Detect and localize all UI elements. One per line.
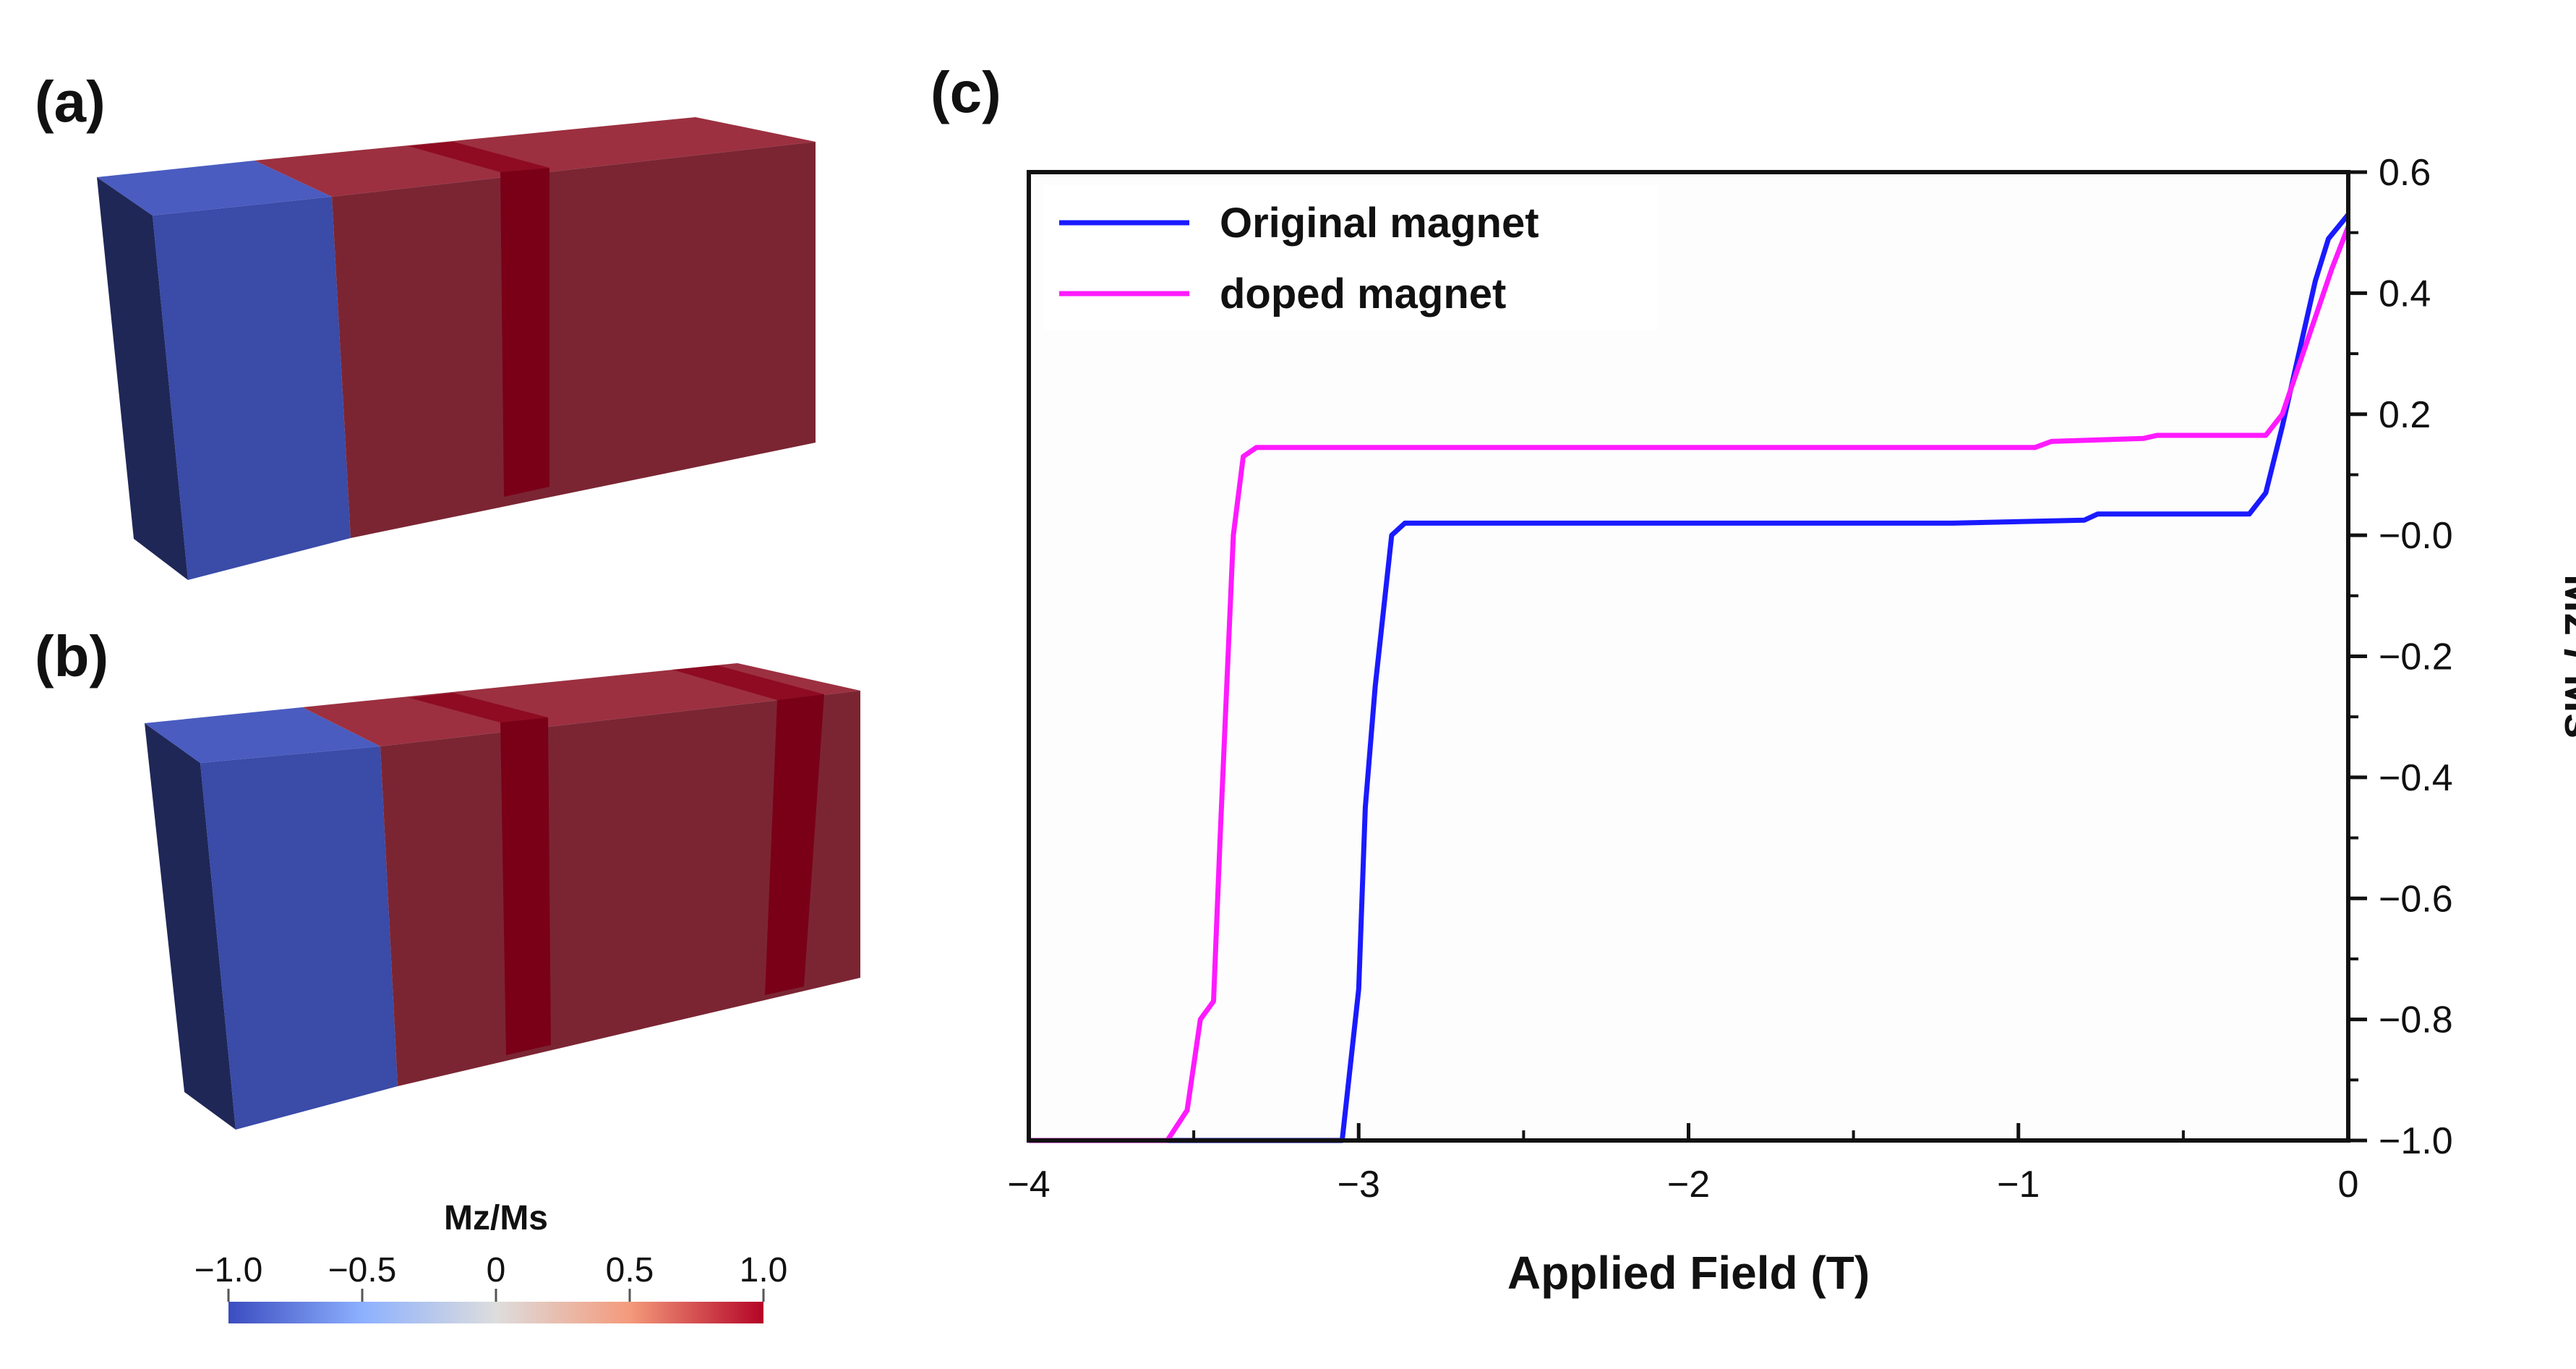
- x-tick-label: −1: [1997, 1164, 2040, 1206]
- colorbar-tick-label: −0.5: [328, 1251, 397, 1289]
- magnet-a-blue-front: [153, 197, 351, 580]
- series-line-1: [1029, 226, 2351, 1143]
- magnet-b-stripe1-front: [500, 717, 551, 1055]
- magnet-a-red-front: [332, 142, 816, 538]
- colorbar: Mz/Ms −1.0 −0.5 0 0.5 1.0: [194, 1199, 788, 1323]
- panel-label-b: (b): [35, 624, 108, 688]
- y-axis: 0.6 0.4 0.2 −0.0 −0.2 −0.4 −0.6 −0.8 −1.0: [2348, 152, 2453, 1162]
- x-tick-label: −2: [1667, 1164, 1710, 1206]
- x-tick-label: −3: [1338, 1164, 1380, 1206]
- series-line-0: [1029, 213, 2350, 1143]
- y-tick-label: 0.6: [2379, 152, 2431, 194]
- y-tick-label: −1.0: [2379, 1120, 2453, 1162]
- colorbar-tick-label: 1.0: [740, 1251, 788, 1289]
- magnet-block-a: [97, 117, 816, 580]
- y-tick-label: −0.4: [2379, 757, 2453, 799]
- legend: Original magnet doped magnet: [1043, 185, 1658, 330]
- magnet-b-blue-top: [145, 707, 380, 763]
- panel-label-a: (a): [35, 69, 106, 134]
- magnet-a-left-face: [97, 177, 188, 580]
- panel-label-c: (c): [930, 60, 1001, 124]
- y-tick-label: −0.8: [2379, 999, 2453, 1041]
- y-axis-title: Mz / Ms: [2555, 574, 2576, 739]
- colorbar-tick-label: 0.5: [606, 1251, 654, 1289]
- magnet-b-left-face: [145, 723, 236, 1130]
- legend-label-0: Original magnet: [1220, 200, 1539, 247]
- x-axis: −4 −3 −2 −1 0: [1007, 1123, 2358, 1206]
- y-tick-label: −0.2: [2379, 636, 2453, 678]
- magnet-a-stripe-front: [500, 168, 549, 497]
- colorbar-title: Mz/Ms: [444, 1199, 548, 1237]
- x-tick-label: 0: [2338, 1164, 2359, 1206]
- colorbar-ticks: −1.0 −0.5 0 0.5 1.0: [194, 1251, 788, 1302]
- magnet-a-stripe-top: [408, 142, 549, 172]
- magnet-b-blue-front: [200, 746, 398, 1130]
- plot-area: [1029, 172, 2348, 1140]
- magnet-a-red-top: [254, 117, 816, 197]
- colorbar-tick-label: 0: [487, 1251, 506, 1289]
- magnet-b-red-front: [380, 691, 860, 1086]
- magnet-b-stripe2-top: [672, 665, 824, 700]
- hysteresis-chart: −4 −3 −2 −1 0 0.6 0.4 0.2 −0.0 −0.2 −0.4 −0.6 −0.8 −…: [1007, 152, 2576, 1299]
- legend-label-1: doped magnet: [1220, 270, 1506, 317]
- magnet-a-blue-top: [97, 161, 332, 216]
- x-tick-label: −4: [1007, 1164, 1050, 1206]
- y-tick-label: −0.6: [2379, 878, 2453, 920]
- y-tick-label: 0.2: [2379, 394, 2431, 436]
- colorbar-gradient: [228, 1302, 763, 1323]
- y-tick-label: 0.4: [2379, 273, 2431, 315]
- colorbar-tick-label: −1.0: [194, 1251, 263, 1289]
- magnet-block-b: [145, 663, 860, 1130]
- magnet-b-stripe1-top: [409, 693, 548, 722]
- magnet-b-stripe2-front: [765, 694, 824, 995]
- y-tick-label: −0.0: [2379, 515, 2453, 557]
- magnet-b-red-top: [302, 663, 860, 746]
- x-axis-title: Applied Field (T): [1507, 1247, 1870, 1299]
- series-layer: [1029, 213, 2351, 1143]
- legend-box: [1043, 185, 1658, 330]
